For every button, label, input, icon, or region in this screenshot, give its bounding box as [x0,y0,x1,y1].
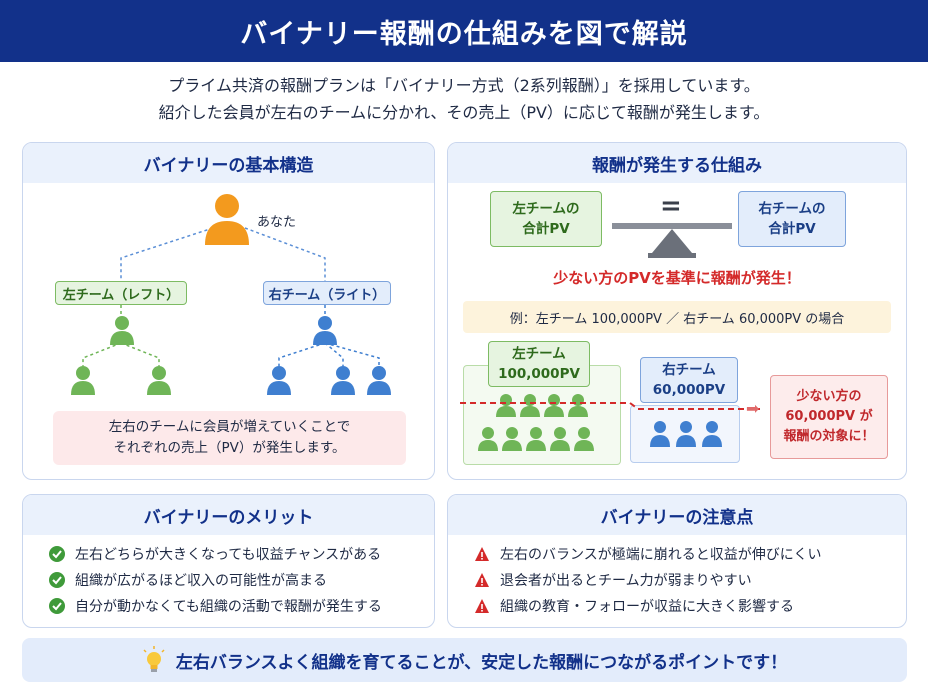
reward-rule-text: 少ない方のPVを基準に報酬が発生！ [553,269,801,287]
bottom-banner: 左右バランスよく組織を育てることが、安定した報酬につながるポイントです！ [22,638,907,682]
intro-line-1: プライム共済の報酬プランは「バイナリー方式（2系列報酬）」を採用しています。 [168,76,760,95]
caution-title: バイナリーの注意点 [448,495,906,535]
lightbulb-icon [143,646,165,672]
result-line-2: 60,000PV が [785,409,873,424]
right-example-box: 右チーム 60,000PV [640,357,738,403]
balance-scale-icon [612,223,732,258]
left-team-members [478,394,594,451]
basic-structure-title: バイナリーの基本構造 [23,143,434,183]
caution-list: 左右のバランスが極端に崩れると収益が伸びにくい 退会者が出るとチーム力が弱まりや… [474,541,821,619]
list-item: 組織が広がるほど収入の可能性が高まる [49,567,382,593]
note-line-2: それぞれの売上（PV）が発生します。 [113,440,346,456]
merit-item-text: 左右どちらが大きくなっても収益チャンスがある [75,547,382,563]
result-line-3: 報酬の対象に！ [783,429,875,444]
basic-structure-note: 左右のチームに会員が増えていくことで それぞれの売上（PV）が発生します。 [53,411,406,465]
note-line-1: 左右のチームに会員が増えていくことで [108,419,351,435]
merit-panel: バイナリーのメリット 左右どちらが大きくなっても収益チャンスがある 組織が広がる… [22,494,435,628]
example-banner: 例：左チーム 100,000PV ／ 右チーム 60,000PV の場合 [463,301,891,333]
result-box: 少ない方の 60,000PV が 報酬の対象に！ [770,375,888,459]
warning-triangle-icon [475,599,489,613]
merit-list: 左右どちらが大きくなっても収益チャンスがある 組織が広がるほど収入の可能性が高ま… [49,541,382,619]
person-icon [71,366,95,395]
baseline-dashed-line [460,402,760,410]
left-example-box: 左チーム 100,000PV [488,341,590,387]
tree-connectors [82,227,380,366]
right-team-tag: 右チーム（ライト） [263,281,391,305]
left-total-line-1: 左チームの [512,201,580,217]
person-icon [110,316,134,345]
caution-item-text: 退会者が出るとチーム力が弱まりやすい [500,573,752,589]
result-line-1: 少ない方の [796,389,862,404]
merit-title: バイナリーのメリット [23,495,434,535]
basic-structure-panel: バイナリーの基本構造 あなた 左チーム（レフト） 右チーム（ライト） 左 [22,142,435,480]
right-example-line-2: 60,000PV [652,382,726,398]
person-icon [313,316,337,345]
page-title: バイナリー報酬の仕組みを図で解説 [240,18,688,50]
right-total-line-1: 右チームの [758,201,826,217]
check-circle-icon [49,546,65,562]
right-example-line-1: 右チーム [662,362,716,378]
person-icon [147,366,171,395]
intro-line-2: 紹介した会員が左右のチームに分かれ、その売上（PV）に応じて報酬が発生します。 [158,103,770,122]
merit-item-text: 自分が動かなくても組織の活動で報酬が発生する [75,599,382,615]
intro-text: プライム共済の報酬プランは「バイナリー方式（2系列報酬）」を採用しています。 紹… [0,72,928,126]
list-item: 左右のバランスが極端に崩れると収益が伸びにくい [474,541,821,567]
you-label: あなた [257,215,297,230]
caution-panel: バイナリーの注意点 左右のバランスが極端に崩れると収益が伸びにくい 退会者が出る… [447,494,907,628]
left-total-pv-box: 左チームの 合計PV [490,191,602,247]
right-total-line-2: 合計PV [768,221,816,237]
person-icon [367,366,391,395]
check-circle-icon [49,598,65,614]
left-example-line-1: 左チーム [512,346,566,362]
caution-item-text: 左右のバランスが極端に崩れると収益が伸びにくい [500,547,822,563]
list-item: 左右どちらが大きくなっても収益チャンスがある [49,541,382,567]
merit-item-text: 組織が広がるほど収入の可能性が高まる [75,573,327,589]
person-icon [331,366,355,395]
check-circle-icon [49,572,65,588]
list-item: 退会者が出るとチーム力が弱まりやすい [474,567,821,593]
reward-mechanism-panel: 報酬が発生する仕組み 左チームの 合計PV = 右チームの 合計PV 少ない方の… [447,142,907,480]
list-item: 自分が動かなくても組織の活動で報酬が発生する [49,593,382,619]
right-example-group [630,405,740,463]
right-team-members [650,421,722,447]
right-total-pv-box: 右チームの 合計PV [738,191,846,247]
warning-triangle-icon [475,573,489,587]
left-example-line-2: 100,000PV [498,366,580,382]
warning-triangle-icon [475,547,489,561]
person-icon [267,366,291,395]
page-header: バイナリー報酬の仕組みを図で解説 [0,0,928,62]
left-team-tag: 左チーム（レフト） [55,281,187,305]
arrow-right-icon: ➡ [746,399,760,418]
list-item: 組織の教育・フォローが収益に大きく影響する [474,593,821,619]
reward-mechanism-title: 報酬が発生する仕組み [448,143,906,183]
left-total-line-2: 合計PV [522,221,570,237]
equals-sign: = [660,191,682,221]
bottom-message: 左右バランスよく組織を育てることが、安定した報酬につながるポイントです！ [175,652,788,673]
you-person-icon [205,194,249,245]
caution-item-text: 組織の教育・フォローが収益に大きく影響する [500,599,794,615]
